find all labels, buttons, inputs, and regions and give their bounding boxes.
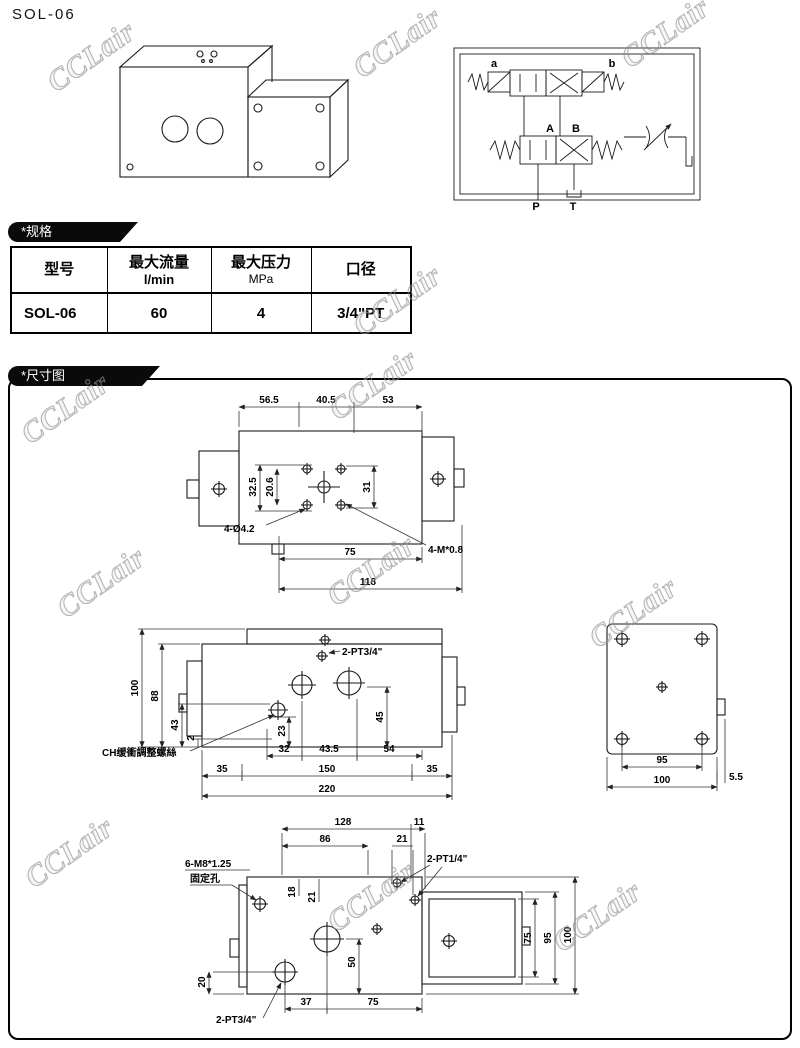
dim-95: 95 (656, 755, 668, 766)
dim-45: 45 (375, 711, 386, 723)
valve-3d-drawing (118, 44, 350, 179)
dim-37: 37 (300, 997, 312, 1008)
spec-col-flow: 最大流量 l/min (106, 246, 212, 294)
dim-88: 88 (150, 690, 161, 702)
dim-21b: 21 (307, 891, 318, 903)
spec-section-banner: *规格 (8, 222, 138, 242)
bottom-view: 128 11 86 21 2-PT1/4" 6-M8*1.25 固定孔 18 2… (185, 817, 579, 1026)
dim-32: 32 (278, 744, 290, 755)
dim-50: 50 (347, 956, 358, 968)
dim-220: 220 (319, 784, 336, 795)
dim-54: 54 (383, 744, 395, 755)
spec-value-model: SOL-06 (10, 292, 108, 334)
spec-value-flow: 60 (106, 292, 212, 334)
circuit-lower-valve (489, 135, 623, 165)
dim-20: 20 (197, 976, 208, 988)
dim-75r: 75 (523, 932, 534, 944)
dim-53: 53 (382, 395, 394, 406)
dim-2: 2 (186, 735, 197, 741)
dim-32-5: 32.5 (248, 477, 259, 497)
circuit-label-a: a (491, 58, 498, 70)
dim-95r: 95 (543, 932, 554, 944)
dim-35-right: 35 (426, 764, 438, 775)
circuit-label-B: B (572, 123, 580, 135)
spec-value-pressure: 4 (210, 292, 312, 334)
circuit-label-b: b (609, 58, 616, 70)
dim-43: 43 (170, 719, 181, 731)
dim-23: 23 (277, 725, 288, 737)
dim-100: 100 (654, 775, 671, 786)
spec-col-model: 型号 (10, 246, 108, 294)
dim-18: 18 (287, 886, 298, 898)
dim-20-6: 20.6 (265, 477, 276, 497)
watermark: CCLair (347, 0, 448, 85)
dimension-box: 56.5 40.5 53 32.5 20.6 31 4-Ø4.2 75 4-M*… (8, 378, 792, 1040)
dimension-section-banner: *尺寸图 (8, 366, 160, 386)
circuit-label-A: A (546, 123, 554, 135)
spec-value-port: 3/4"PT (310, 292, 412, 334)
dim-100: 100 (130, 679, 141, 696)
circuit-throttle-valve (624, 123, 693, 167)
valve-3d-outline (118, 44, 350, 179)
dim-21: 21 (396, 834, 408, 845)
front-view: 100 88 43 2 23 45 2-PT3/4" 32 43.5 54 35… (102, 628, 466, 800)
dim-100r: 100 (563, 926, 574, 943)
hydraulic-circuit-diagram: a b A B P T (453, 47, 701, 213)
circuit-frame (453, 47, 701, 201)
circuit-pt-lines (537, 164, 582, 200)
label-mount-thread: 6-M8*1.25 (185, 859, 232, 870)
label-mount-hole: 固定孔 (190, 872, 220, 885)
side-view: 95 100 5.5 (606, 623, 743, 791)
dim-31: 31 (362, 481, 373, 493)
spec-col-pressure: 最大压力 MPa (210, 246, 312, 294)
dim-11: 11 (414, 817, 425, 828)
label-2pt14: 2-PT1/4" (427, 854, 468, 865)
circuit-label-P: P (532, 201, 539, 213)
label-2pt34-bottom: 2-PT3/4" (216, 1015, 257, 1026)
top-view: 56.5 40.5 53 32.5 20.6 31 4-Ø4.2 75 4-M*… (186, 395, 465, 593)
dim-40-5: 40.5 (316, 395, 336, 406)
circuit-top-valve (467, 69, 625, 136)
dim-75: 75 (344, 547, 356, 558)
spec-table: 型号 最大流量 l/min 最大压力 MPa 口径 SOL-06 60 4 3/… (10, 246, 412, 334)
circuit-label-T: T (570, 201, 577, 213)
dim-56-5: 56.5 (259, 395, 279, 406)
page-title: SOL-06 (12, 6, 76, 23)
label-ch-screw: CH缓衝調整螺絲 (102, 746, 176, 759)
dim-75b: 75 (367, 997, 379, 1008)
dim-43-5: 43.5 (319, 744, 339, 755)
dim-5-5: 5.5 (729, 772, 743, 783)
dim-128: 128 (335, 817, 352, 828)
dim-150: 150 (319, 764, 336, 775)
label-4-thread: 4-M*0.8 (428, 545, 463, 556)
label-2pt34: 2-PT3/4" (342, 647, 383, 658)
dim-35-left: 35 (216, 764, 228, 775)
dimension-drawings: 56.5 40.5 53 32.5 20.6 31 4-Ø4.2 75 4-M*… (102, 395, 743, 1026)
label-4-holes: 4-Ø4.2 (224, 524, 255, 535)
dim-86: 86 (319, 834, 331, 845)
spec-col-port: 口径 (310, 246, 412, 294)
dim-118: 118 (360, 577, 377, 588)
